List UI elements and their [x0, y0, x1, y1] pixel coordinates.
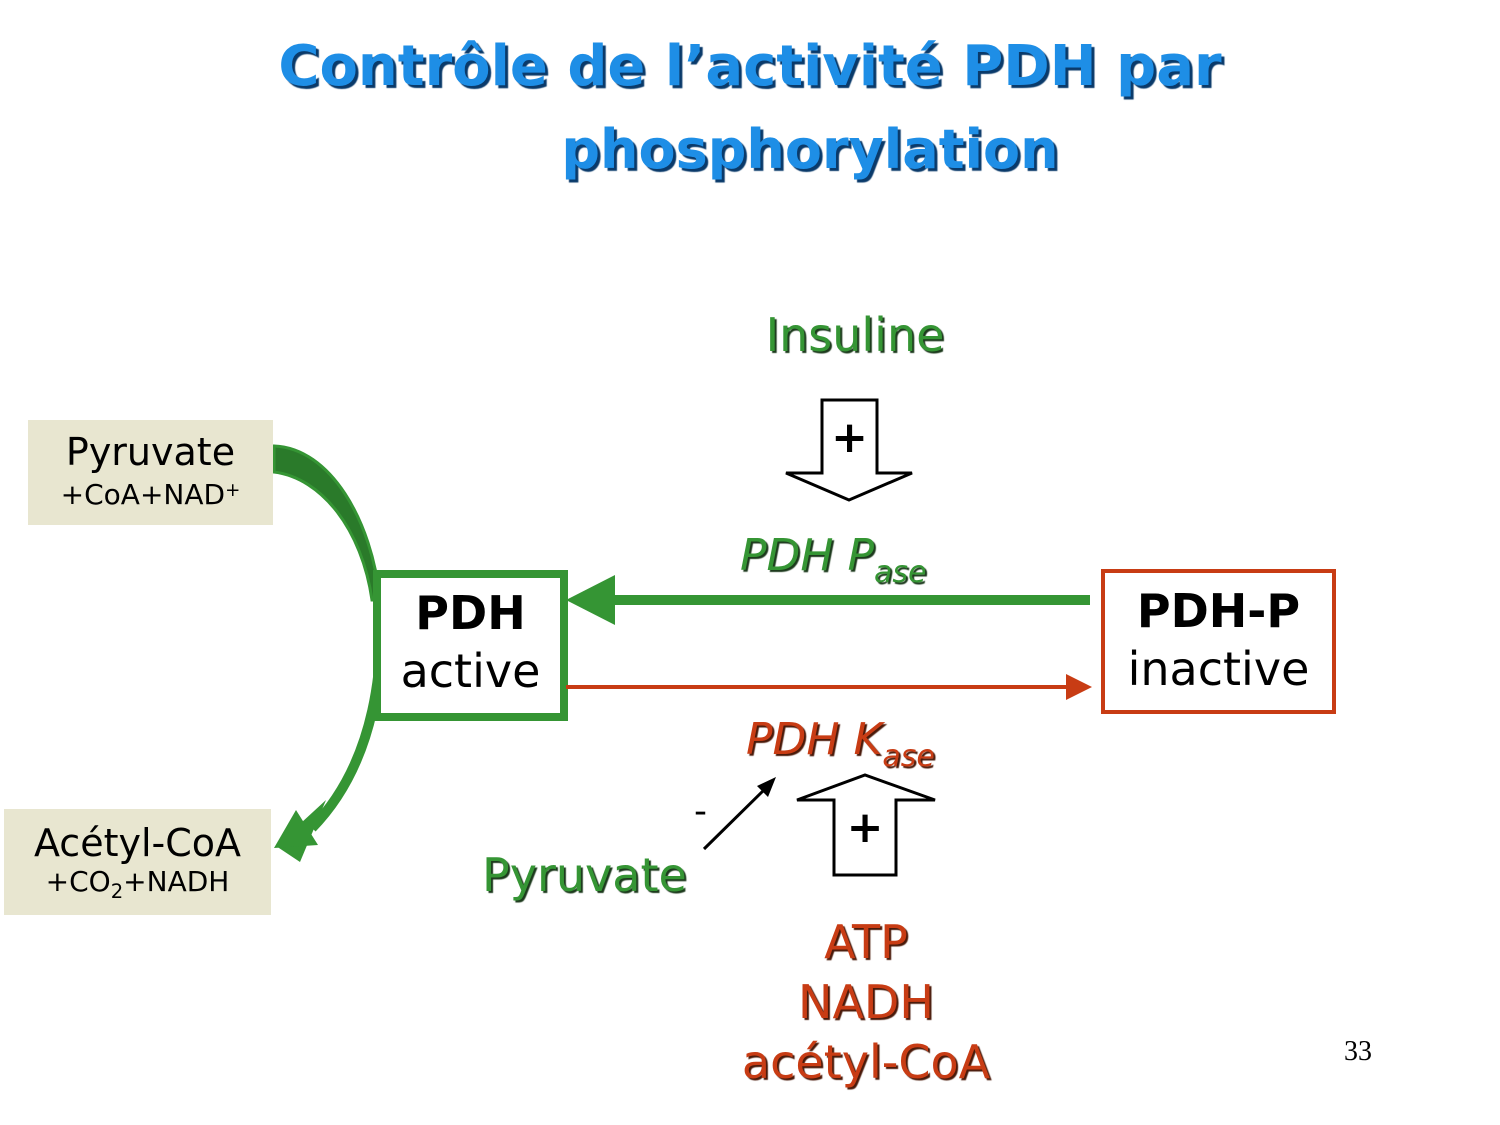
- substrate-box: Pyruvate +CoA+NAD+: [28, 420, 273, 525]
- insulin-plus-sign: +: [831, 412, 868, 463]
- pdh-active-state: active: [400, 644, 541, 698]
- kinase-activators-list: ATP NADH acétyl-CoA: [700, 912, 1032, 1092]
- substrate-name: Pyruvate: [65, 430, 236, 474]
- pdh-active-label: PDH active: [381, 584, 560, 700]
- product-cofactors: +CO2+NADH: [45, 865, 230, 903]
- reaction-curved-arrow-icon: [272, 444, 386, 862]
- activator-nadh: NADH: [798, 975, 934, 1029]
- product-box: Acétyl-CoA +CO2+NADH: [4, 809, 271, 915]
- kinase-plus-sign: +: [846, 802, 884, 853]
- pdh-inactive-name: PDH-P: [1136, 584, 1301, 638]
- phosphatase-label: PDH Pase: [740, 530, 927, 590]
- pdh-inactive-state: inactive: [1127, 642, 1310, 696]
- pdh-active-name: PDH: [415, 586, 526, 640]
- pyruvate-inhibition-arrow-icon: [702, 777, 776, 851]
- activator-atp: ATP: [824, 915, 908, 969]
- substrate-cofactors: +CoA+NAD+: [60, 478, 241, 512]
- inhibition-minus-sign: -: [694, 791, 707, 832]
- activator-acetyl-coa: acétyl-CoA: [741, 1035, 991, 1089]
- pdh-active-box: [373, 570, 568, 721]
- slide-title-line1: Contrôle de l’activité PDH par: [278, 34, 1222, 99]
- slide-title-line2: phosphorylation: [561, 118, 1059, 181]
- kinase-arrow-icon: [566, 674, 1092, 700]
- kinase-activation-arrow-icon: [796, 773, 936, 877]
- insulin-activation-arrow-icon: [785, 398, 913, 502]
- kinase-label: PDH Kase: [746, 714, 935, 774]
- product-name: Acétyl-CoA: [33, 821, 242, 865]
- pyruvate-inhibitor-label: Pyruvate: [482, 848, 687, 902]
- pdh-inactive-box: [1101, 569, 1336, 714]
- insulin-label: Insuline: [765, 308, 945, 362]
- page-number: 33: [1344, 1036, 1372, 1067]
- pdh-inactive-label: PDH-P inactive: [1105, 582, 1332, 698]
- phosphatase-arrow-icon: [566, 575, 1090, 625]
